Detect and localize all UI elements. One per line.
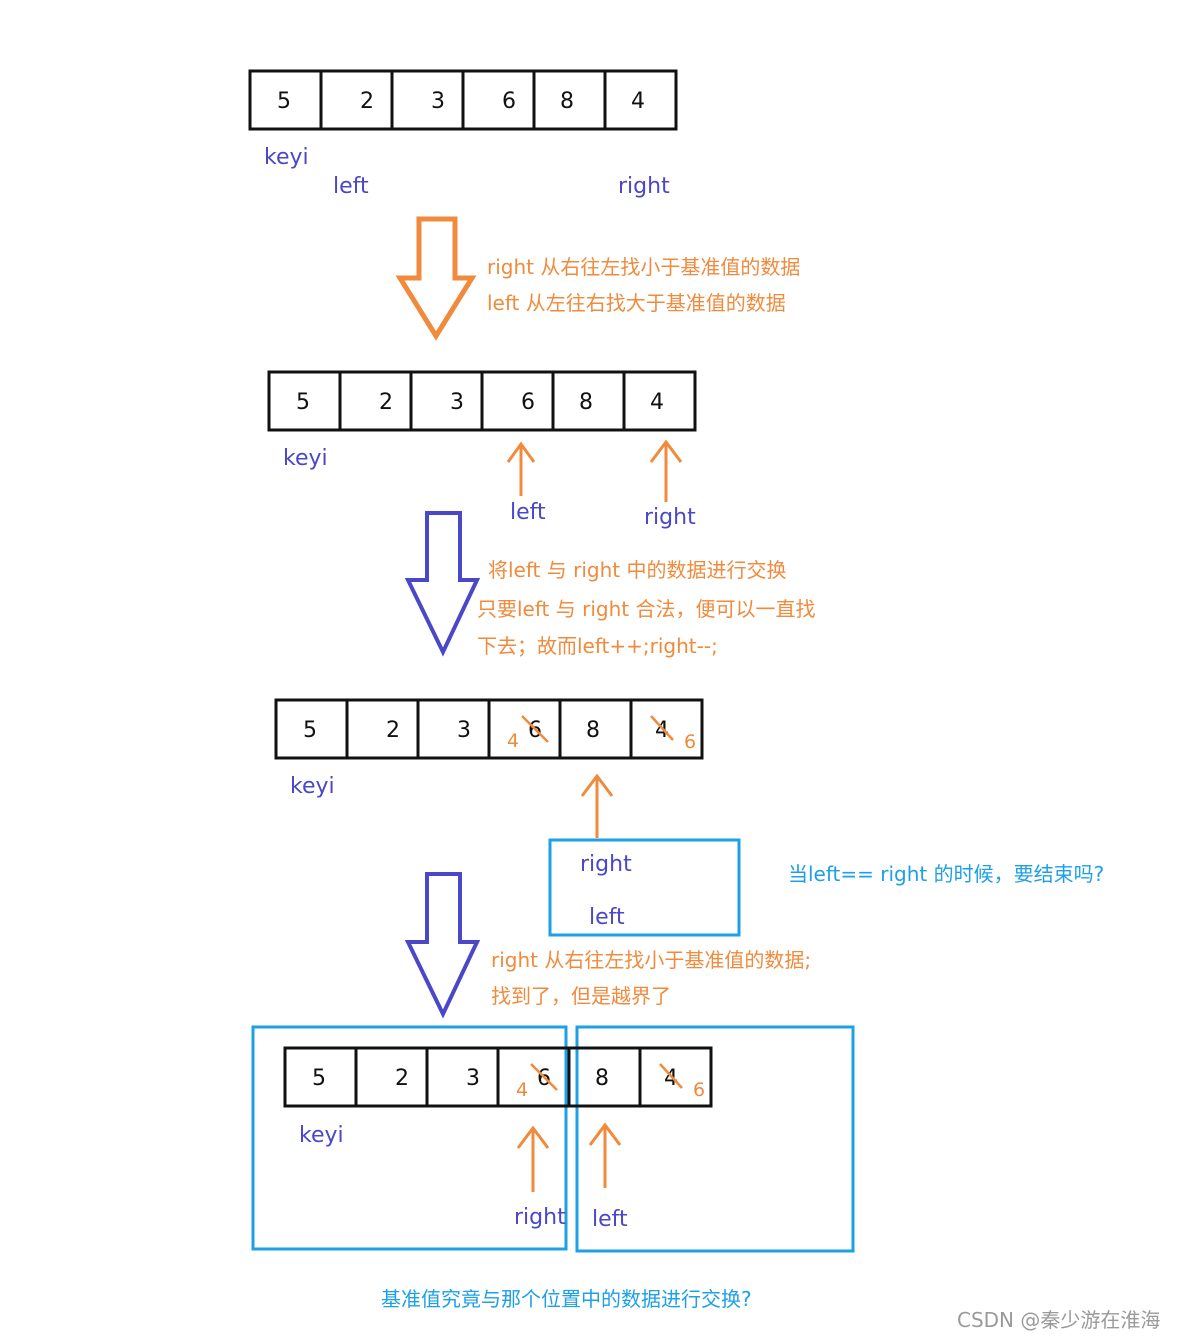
row3-cell-4: 8 (586, 718, 600, 743)
row4-cell-2: 3 (466, 1066, 480, 1091)
row3-swapped-value-left: 4 (507, 730, 519, 752)
row1-keyi-label: keyi (264, 145, 309, 170)
row2-cell-5: 4 (650, 390, 664, 415)
step2-line3: 下去；故而left++;right--; (477, 634, 718, 658)
row3-box-right-label: right (580, 852, 632, 877)
array-row-4: 5 2 3 6 8 4 4 6 (283, 1046, 713, 1108)
row3-cell-1: 2 (386, 718, 400, 743)
row4-cell-1: 2 (395, 1066, 409, 1091)
watermark: CSDN @秦少游在淮海 (957, 1308, 1160, 1332)
row4-left-label: left (592, 1207, 628, 1232)
row4-cell-0: 5 (312, 1066, 326, 1091)
row1-left-label: left (333, 174, 369, 199)
row4-swapped-value-right: 6 (693, 1079, 705, 1101)
row4-strike-3 (530, 1063, 558, 1091)
row2-cell-1: 2 (379, 390, 393, 415)
step2-line1: 将left 与 right 中的数据进行交换 (488, 558, 786, 582)
step3-line1: right 从右往左找小于基准值的数据; (491, 948, 811, 972)
row4-right-pointer-arrow (516, 1125, 550, 1192)
bottom-question: 基准值究竟与那个位置中的数据进行交换? (381, 1287, 752, 1311)
row3-question: 当left== right 的时候，要结束吗? (788, 862, 1104, 886)
array-row-2: 5 2 3 6 8 4 (267, 370, 697, 432)
row1-cell-0: 5 (277, 89, 291, 114)
left-partition-box (251, 1025, 568, 1251)
array-row-3: 5 2 3 6 8 4 4 6 (274, 698, 704, 760)
row2-left-label: left (510, 500, 546, 525)
down-arrow-1 (395, 216, 477, 341)
down-arrow-2 (404, 511, 481, 657)
row4-cell-4: 8 (595, 1066, 609, 1091)
row3-keyi-label: keyi (290, 774, 335, 799)
row2-left-pointer-arrow (506, 441, 536, 496)
step2-line2: 只要left 与 right 合法，便可以一直找 (477, 597, 815, 621)
row1-cell-4: 8 (560, 89, 574, 114)
row4-right-label: right (514, 1205, 566, 1230)
row3-strike-3 (521, 715, 549, 743)
row3-swapped-value-right: 6 (684, 731, 696, 753)
step3-line2: 找到了，但是越界了 (491, 984, 671, 1008)
row2-right-pointer-arrow (649, 439, 683, 502)
row3-pointer-arrow (580, 773, 614, 838)
down-arrow-3 (404, 872, 481, 1019)
row4-swapped-value-left: 4 (516, 1079, 528, 1101)
row2-cell-3: 6 (521, 390, 535, 415)
row1-cell-5: 4 (631, 89, 645, 114)
row2-cell-4: 8 (579, 390, 593, 415)
row3-strike-5 (650, 715, 674, 741)
row3-overlap-box (548, 838, 741, 937)
right-partition-box (575, 1025, 855, 1253)
row2-keyi-label: keyi (283, 446, 328, 471)
array-row-1: 5 2 3 6 8 4 (248, 69, 678, 131)
row1-cell-1: 2 (360, 89, 374, 114)
row2-right-label: right (644, 505, 696, 530)
row3-cell-0: 5 (303, 718, 317, 743)
row2-cell-0: 5 (296, 390, 310, 415)
row4-strike-5 (659, 1063, 683, 1089)
step1-line1: right 从右往左找小于基准值的数据 (487, 255, 800, 279)
row3-box-left-label: left (589, 905, 625, 930)
row1-right-label: right (618, 174, 670, 199)
row1-cell-3: 6 (502, 89, 516, 114)
step1-line2: left 从左往右找大于基准值的数据 (487, 291, 786, 315)
row3-cell-2: 3 (457, 718, 471, 743)
row4-keyi-label: keyi (299, 1123, 344, 1148)
row4-left-pointer-arrow (588, 1122, 622, 1188)
row1-cell-2: 3 (431, 89, 445, 114)
row2-cell-2: 3 (450, 390, 464, 415)
